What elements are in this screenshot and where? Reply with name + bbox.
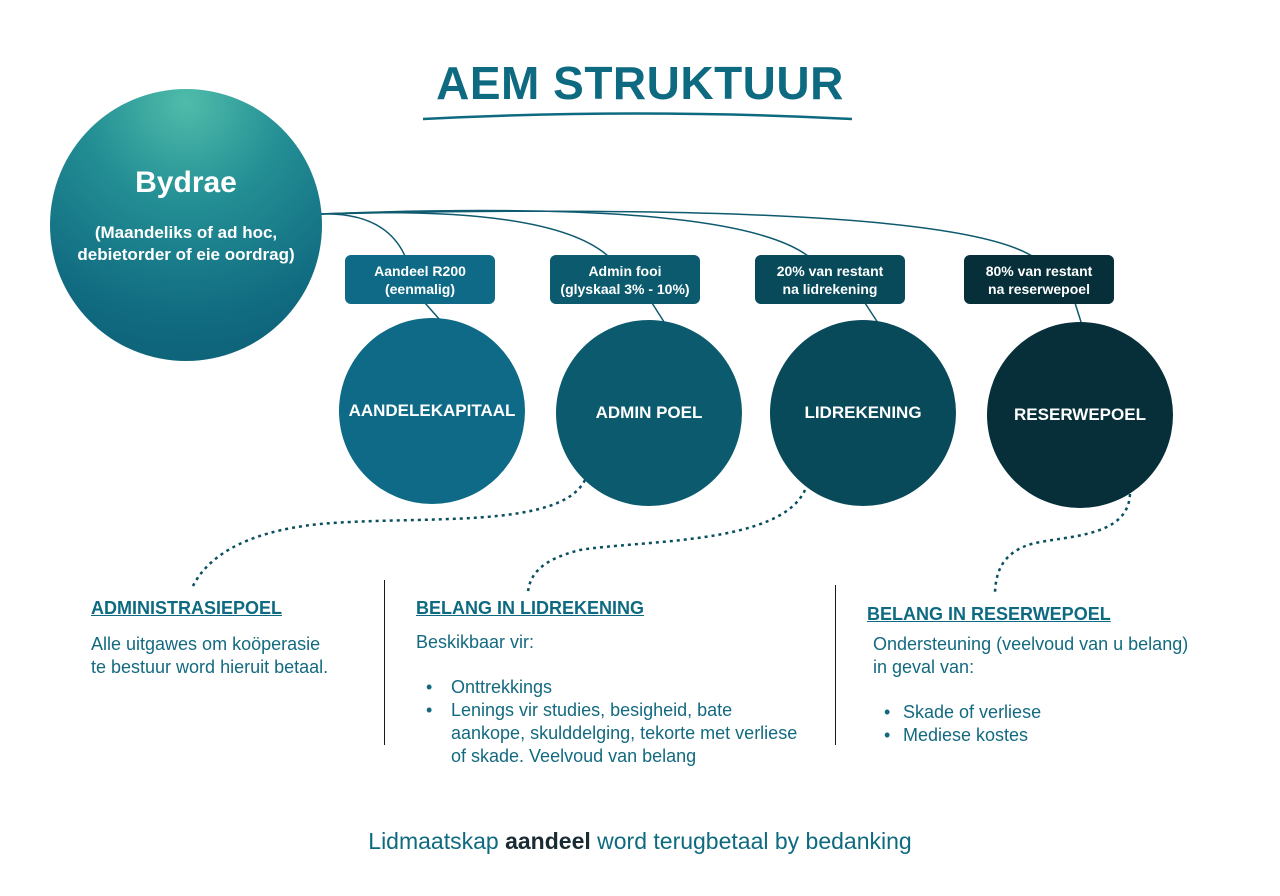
reserwe-item-2: Mediese kostes: [903, 725, 1029, 745]
flow-line-1: [319, 213, 406, 257]
footer-suffix: word terugbetaal by bedanking: [597, 828, 912, 854]
lid-intro: Beskikbaar vir:: [416, 632, 535, 652]
dotted-reserwe: [993, 493, 1132, 593]
contribution-circle: Bydrae (Maandeliks of ad hoc, debietorde…: [50, 89, 322, 361]
footer-note: Lidmaatskap aandeel word terugbetaal by …: [0, 828, 1280, 855]
flow-box-lid: 20% van restant na lidrekening: [755, 255, 905, 304]
contribution-title: Bydrae: [135, 166, 237, 199]
flow-box-admin: Admin fooi (glyskaal 3% - 10%): [550, 255, 700, 304]
list-item: Lenings vir studies, besigheid, bate aan…: [416, 699, 806, 768]
dotted-lid: [526, 489, 807, 593]
reserwe-heading: BELANG IN RESERWEPOEL: [867, 604, 1111, 624]
reserwe-intro: Ondersteuning (veelvoud van u belang) in…: [873, 634, 1189, 677]
dotted-admin: [190, 479, 587, 589]
list-item: Mediese kostes: [884, 724, 1184, 747]
footer-bold: aandeel: [505, 828, 591, 854]
title-underline: [422, 112, 853, 121]
pool-admin: ADMIN POEL: [556, 320, 742, 506]
pool-lidrekening: LIDREKENING: [770, 320, 956, 506]
divider-1: [384, 580, 385, 745]
contribution-subtitle: (Maandeliks of ad hoc, debietorder of ei…: [77, 223, 295, 264]
lid-item-1: Onttrekkings: [451, 677, 553, 697]
footer-prefix: Lidmaatskap: [368, 828, 499, 854]
admin-body: Alle uitgawes om koöperasie te bestuur w…: [91, 634, 329, 677]
pool-reserwepoel: RESERWEPOEL: [987, 322, 1173, 508]
flow-line-3: [319, 209, 809, 257]
flow-box-aandeel: Aandeel R200 (eenmalig): [345, 255, 495, 304]
list-item: Onttrekkings: [416, 676, 806, 699]
list-item: Skade of verliese: [884, 701, 1184, 724]
box-pool-line-1: [424, 302, 441, 321]
page-title: AEM STRUKTUUR: [436, 57, 844, 109]
lid-list: Onttrekkings Lenings vir studies, besigh…: [416, 676, 806, 768]
divider-2: [835, 585, 836, 745]
box-pool-line-4: [1074, 302, 1083, 326]
reserwe-list: Skade of verliese Mediese kostes: [884, 701, 1184, 747]
reserwe-item-1: Skade of verliese: [903, 702, 1042, 722]
lid-item-2: Lenings vir studies, besigheid, bate aan…: [451, 700, 798, 766]
pool-aandelekapitaal: AANDELEKAPITAAL: [339, 318, 525, 504]
admin-heading: ADMINISTRASIEPOEL: [91, 598, 283, 618]
flow-line-4: [319, 210, 1033, 257]
flow-box-reserwe: 80% van restant na reserwepoel: [964, 255, 1114, 304]
lid-heading: BELANG IN LIDREKENING: [416, 598, 645, 618]
